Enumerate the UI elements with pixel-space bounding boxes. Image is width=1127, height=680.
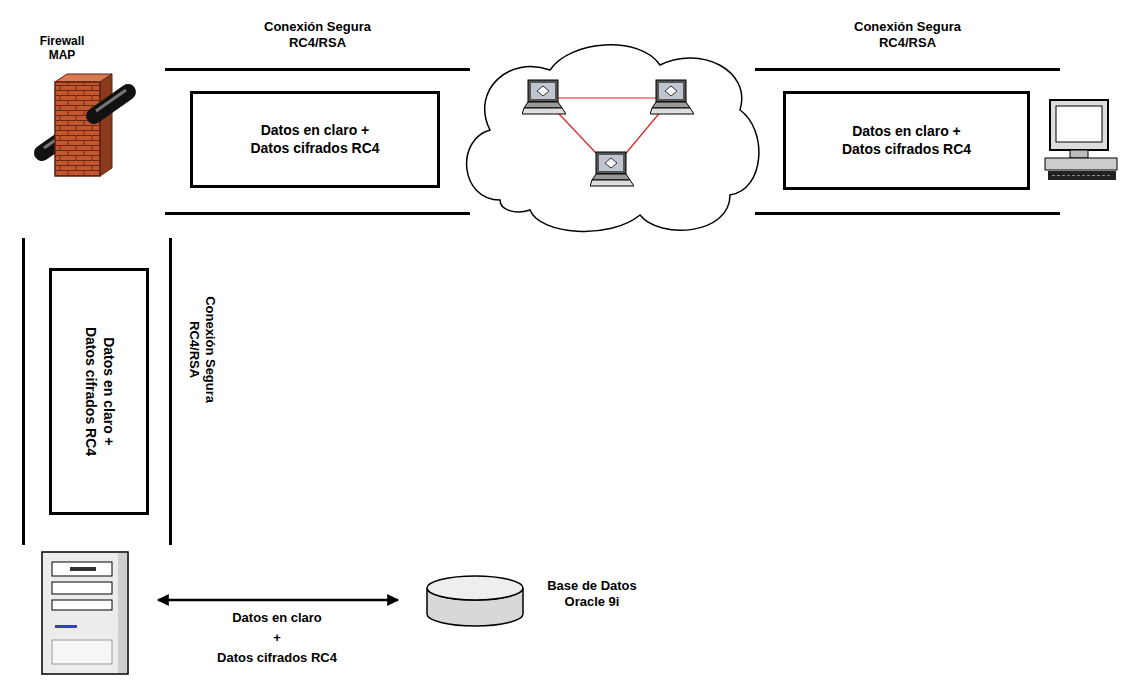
firewall-icon	[42, 74, 128, 176]
data-box: Datos en claro + Datos cifrados RC4	[49, 268, 149, 515]
data-box-text: Datos en claro + Datos cifrados RC4	[832, 123, 982, 158]
arrow-label-holder: +	[247, 630, 307, 646]
data-box-text: Datos en claro + Datos cifrados RC4	[240, 122, 390, 157]
client-computer	[1045, 100, 1117, 180]
server-tower	[42, 552, 128, 674]
arrow-label: +	[247, 630, 307, 646]
heading-holder: Conexión Segura RC4/RSA	[177, 238, 227, 462]
secure-connection-band: Datos en claro + Datos cifrados RC4Conex…	[22, 238, 172, 545]
heading-holder: Conexión Segura RC4/RSA	[165, 9, 470, 61]
arrow-label-holder: Datos en claro	[192, 610, 362, 626]
data-box: Datos en claro + Datos cifrados RC4	[783, 91, 1030, 190]
secure-connection-band: Datos en claro + Datos cifrados RC4Conex…	[755, 68, 1060, 215]
database-label-holder: Base de Datos Oracle 9i	[532, 578, 652, 609]
data-box: Datos en claro + Datos cifrados RC4	[190, 91, 440, 188]
arrow-label-holder: Datos cifrados RC4	[182, 650, 372, 666]
arrow-label: Datos cifrados RC4	[182, 650, 372, 666]
data-box-text: Datos en claro + Datos cifrados RC4	[82, 317, 117, 467]
database-cylinder	[427, 576, 523, 626]
band-heading: Conexión Segura RC4/RSA	[186, 285, 217, 415]
arrow-label: Datos en claro	[192, 610, 362, 626]
band-heading: Conexión Segura RC4/RSA	[258, 19, 378, 50]
database-label: Base de Datos Oracle 9i	[532, 578, 652, 609]
secure-connection-band: Datos en claro + Datos cifrados RC4Conex…	[165, 68, 470, 215]
network-cloud	[467, 45, 759, 232]
data-flow-arrow	[158, 599, 398, 602]
heading-holder: Conexión Segura RC4/RSA	[755, 9, 1060, 61]
firewall-label-holder: Firewall MAP	[30, 34, 94, 63]
firewall-label: Firewall MAP	[30, 34, 94, 63]
band-heading: Conexión Segura RC4/RSA	[848, 19, 968, 50]
